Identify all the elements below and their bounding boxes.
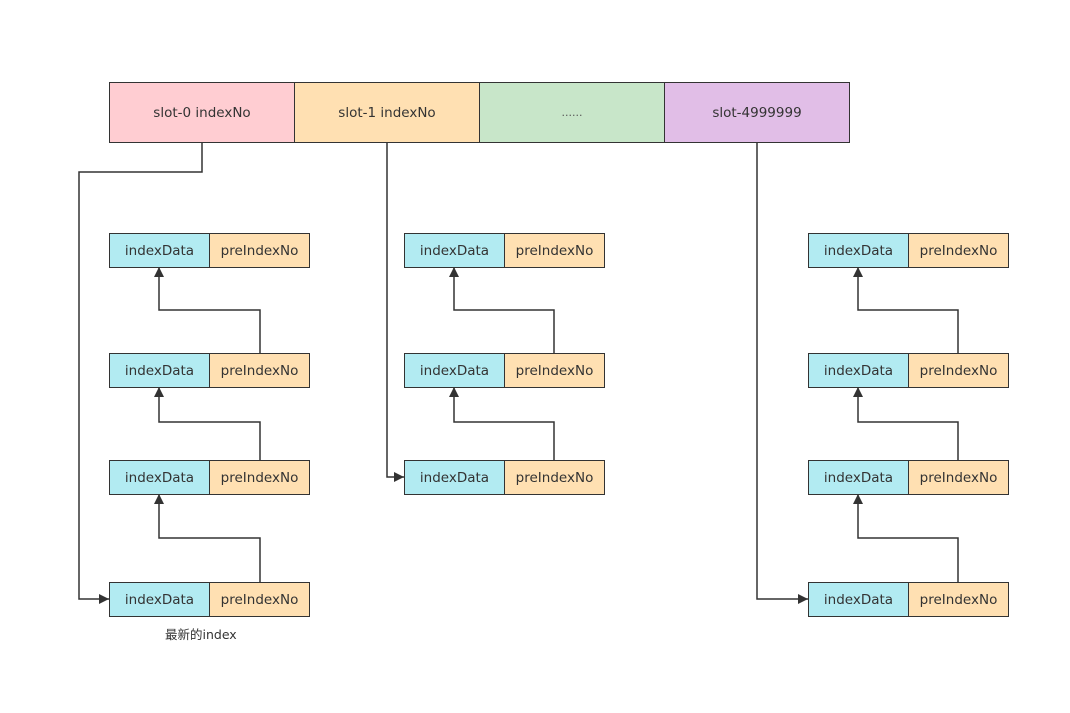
index-entry: indexData preIndexNo <box>404 353 605 388</box>
pre-index-no-cell: preIndexNo <box>909 461 1008 494</box>
pre-index-no-cell: preIndexNo <box>505 461 604 494</box>
prev-link-arrow <box>853 267 959 353</box>
slot-0: slot-0 indexNo <box>110 83 295 142</box>
pre-index-no-cell: preIndexNo <box>210 583 309 616</box>
index-data-cell: indexData <box>405 461 505 494</box>
index-entry: indexData preIndexNo <box>109 353 310 388</box>
index-entry: indexData preIndexNo <box>109 233 310 268</box>
slot-4999999-pointer-arrow <box>756 142 808 604</box>
index-data-cell: indexData <box>405 234 505 267</box>
pre-index-no-cell: preIndexNo <box>210 461 309 494</box>
slot-array: slot-0 indexNo slot-1 indexNo ...... slo… <box>109 82 850 143</box>
pre-index-no-cell: preIndexNo <box>909 234 1008 267</box>
index-entry: indexData preIndexNo <box>404 233 605 268</box>
prev-link-arrow <box>853 387 959 460</box>
index-data-cell: indexData <box>809 234 909 267</box>
index-entry: indexData preIndexNo <box>808 233 1009 268</box>
index-data-cell: indexData <box>809 461 909 494</box>
prev-link-arrow <box>154 494 261 582</box>
index-entry: indexData preIndexNo <box>808 582 1009 617</box>
slot-ellipsis: ...... <box>480 83 665 142</box>
index-data-cell: indexData <box>110 461 210 494</box>
prev-link-arrow <box>154 387 261 460</box>
prev-link-arrow <box>449 387 555 460</box>
index-data-cell: indexData <box>110 583 210 616</box>
index-data-cell: indexData <box>809 583 909 616</box>
index-entry: indexData preIndexNo <box>808 353 1009 388</box>
index-entry: indexData preIndexNo <box>404 460 605 495</box>
pre-index-no-cell: preIndexNo <box>505 354 604 387</box>
slot-1-pointer-arrow <box>386 142 404 482</box>
index-data-cell: indexData <box>110 234 210 267</box>
index-entry: indexData preIndexNo <box>109 460 310 495</box>
prev-link-arrow <box>449 267 555 353</box>
prev-link-arrow <box>154 267 261 353</box>
slot-4999999: slot-4999999 <box>665 83 849 142</box>
pre-index-no-cell: preIndexNo <box>909 583 1008 616</box>
index-data-cell: indexData <box>405 354 505 387</box>
index-entry: indexData preIndexNo <box>808 460 1009 495</box>
index-data-cell: indexData <box>110 354 210 387</box>
pre-index-no-cell: preIndexNo <box>210 354 309 387</box>
pre-index-no-cell: preIndexNo <box>210 234 309 267</box>
pre-index-no-cell: preIndexNo <box>505 234 604 267</box>
pre-index-no-cell: preIndexNo <box>909 354 1008 387</box>
slot-1: slot-1 indexNo <box>295 83 480 142</box>
latest-index-note: 最新的index <box>165 627 237 642</box>
index-data-cell: indexData <box>809 354 909 387</box>
latest-index-entry: indexData preIndexNo <box>109 582 310 617</box>
prev-link-arrow <box>853 494 959 582</box>
